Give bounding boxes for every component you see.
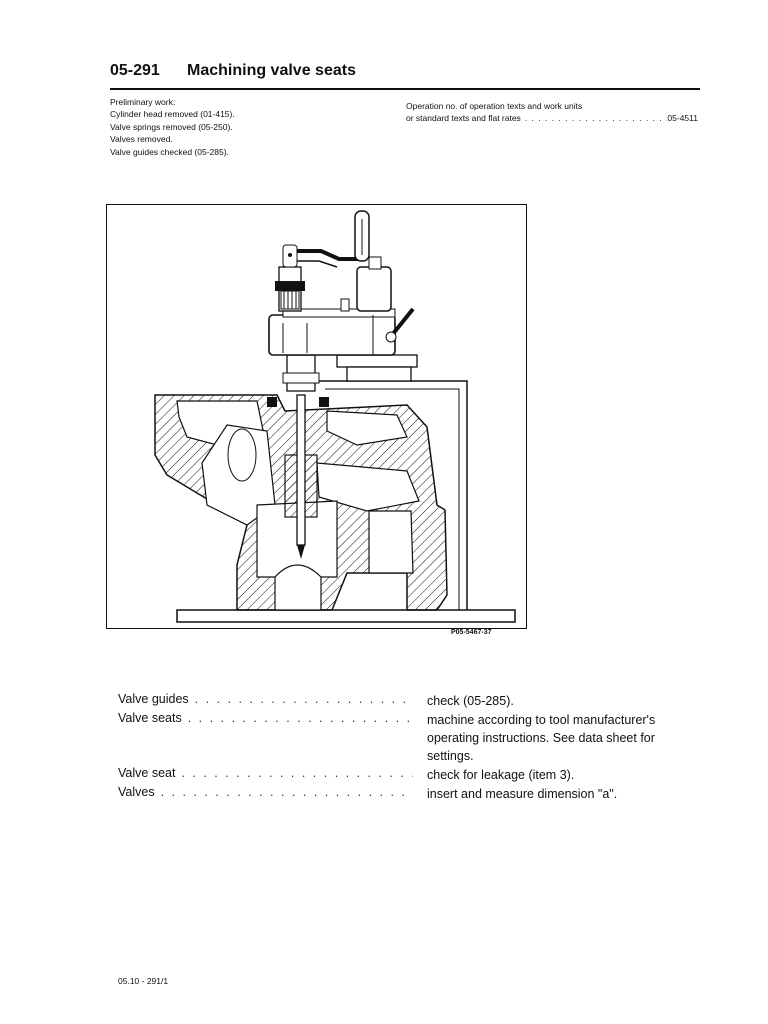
procedure-item: Valve seats: [118, 711, 182, 725]
page-header: 05-291 Machining valve seats: [110, 62, 700, 90]
procedure-instruction: insert and measure dimension "a".: [427, 787, 618, 801]
figure-code: P05-5467-37: [451, 629, 492, 636]
preliminary-work-item: Valve guides checked (05-285).: [110, 146, 229, 157]
procedure-item: Valve guides: [118, 692, 189, 706]
procedure-row: Valves . . . . . . . . . . . . . . . . . …: [118, 785, 678, 803]
procedure-instruction: check (05-285).: [427, 694, 514, 708]
preliminary-work-item: Cylinder head removed (01-415).: [110, 109, 235, 120]
operation-line-2: or standard texts and flat rates: [406, 113, 521, 124]
section-number: 05-291: [110, 62, 160, 79]
procedure-row: Valve seat . . . . . . . . . . . . . . . …: [118, 766, 678, 784]
preliminary-work-item: Valves removed.: [110, 134, 173, 145]
operation-info: Operation no. of operation texts and wor…: [406, 100, 698, 125]
dot-leader: . . . . . . . . . . . . . . . . . . . . …: [524, 113, 668, 124]
page-footer: 05.10 - 291/1: [118, 976, 169, 986]
procedure-item: Valves: [118, 785, 155, 799]
operation-code: 05-4511: [667, 113, 698, 124]
procedure-row: Valve seats . . . . . . . . . . . . . . .…: [118, 711, 678, 765]
procedure-table: Valve guides . . . . . . . . . . . . . . …: [118, 692, 678, 804]
cylinder-head-drawing: [154, 210, 516, 623]
valve-seat-machining-figure: [106, 204, 527, 629]
dot-leader: . . . . . . . . . . . . . . . . . . . . …: [181, 766, 413, 780]
procedure-instruction: machine according to tool manufacturer's…: [427, 713, 656, 763]
procedure-row: Valve guides . . . . . . . . . . . . . . …: [118, 692, 678, 710]
preliminary-work-heading: Preliminary work:: [110, 97, 176, 107]
dot-leader: . . . . . . . . . . . . . . . . . . . . …: [160, 785, 413, 799]
procedure-instruction: check for leakage (item 3).: [427, 768, 575, 782]
dot-leader: . . . . . . . . . . . . . . . . . . . . …: [194, 692, 413, 706]
preliminary-work-item: Valve springs removed (05-250).: [110, 121, 233, 132]
dot-leader: . . . . . . . . . . . . . . . . . . . . …: [187, 711, 413, 725]
page-title: Machining valve seats: [187, 62, 356, 79]
operation-line-1: Operation no. of operation texts and wor…: [406, 101, 583, 111]
procedure-item: Valve seat: [118, 766, 176, 780]
preliminary-work: Preliminary work: Cylinder head removed …: [110, 96, 235, 158]
